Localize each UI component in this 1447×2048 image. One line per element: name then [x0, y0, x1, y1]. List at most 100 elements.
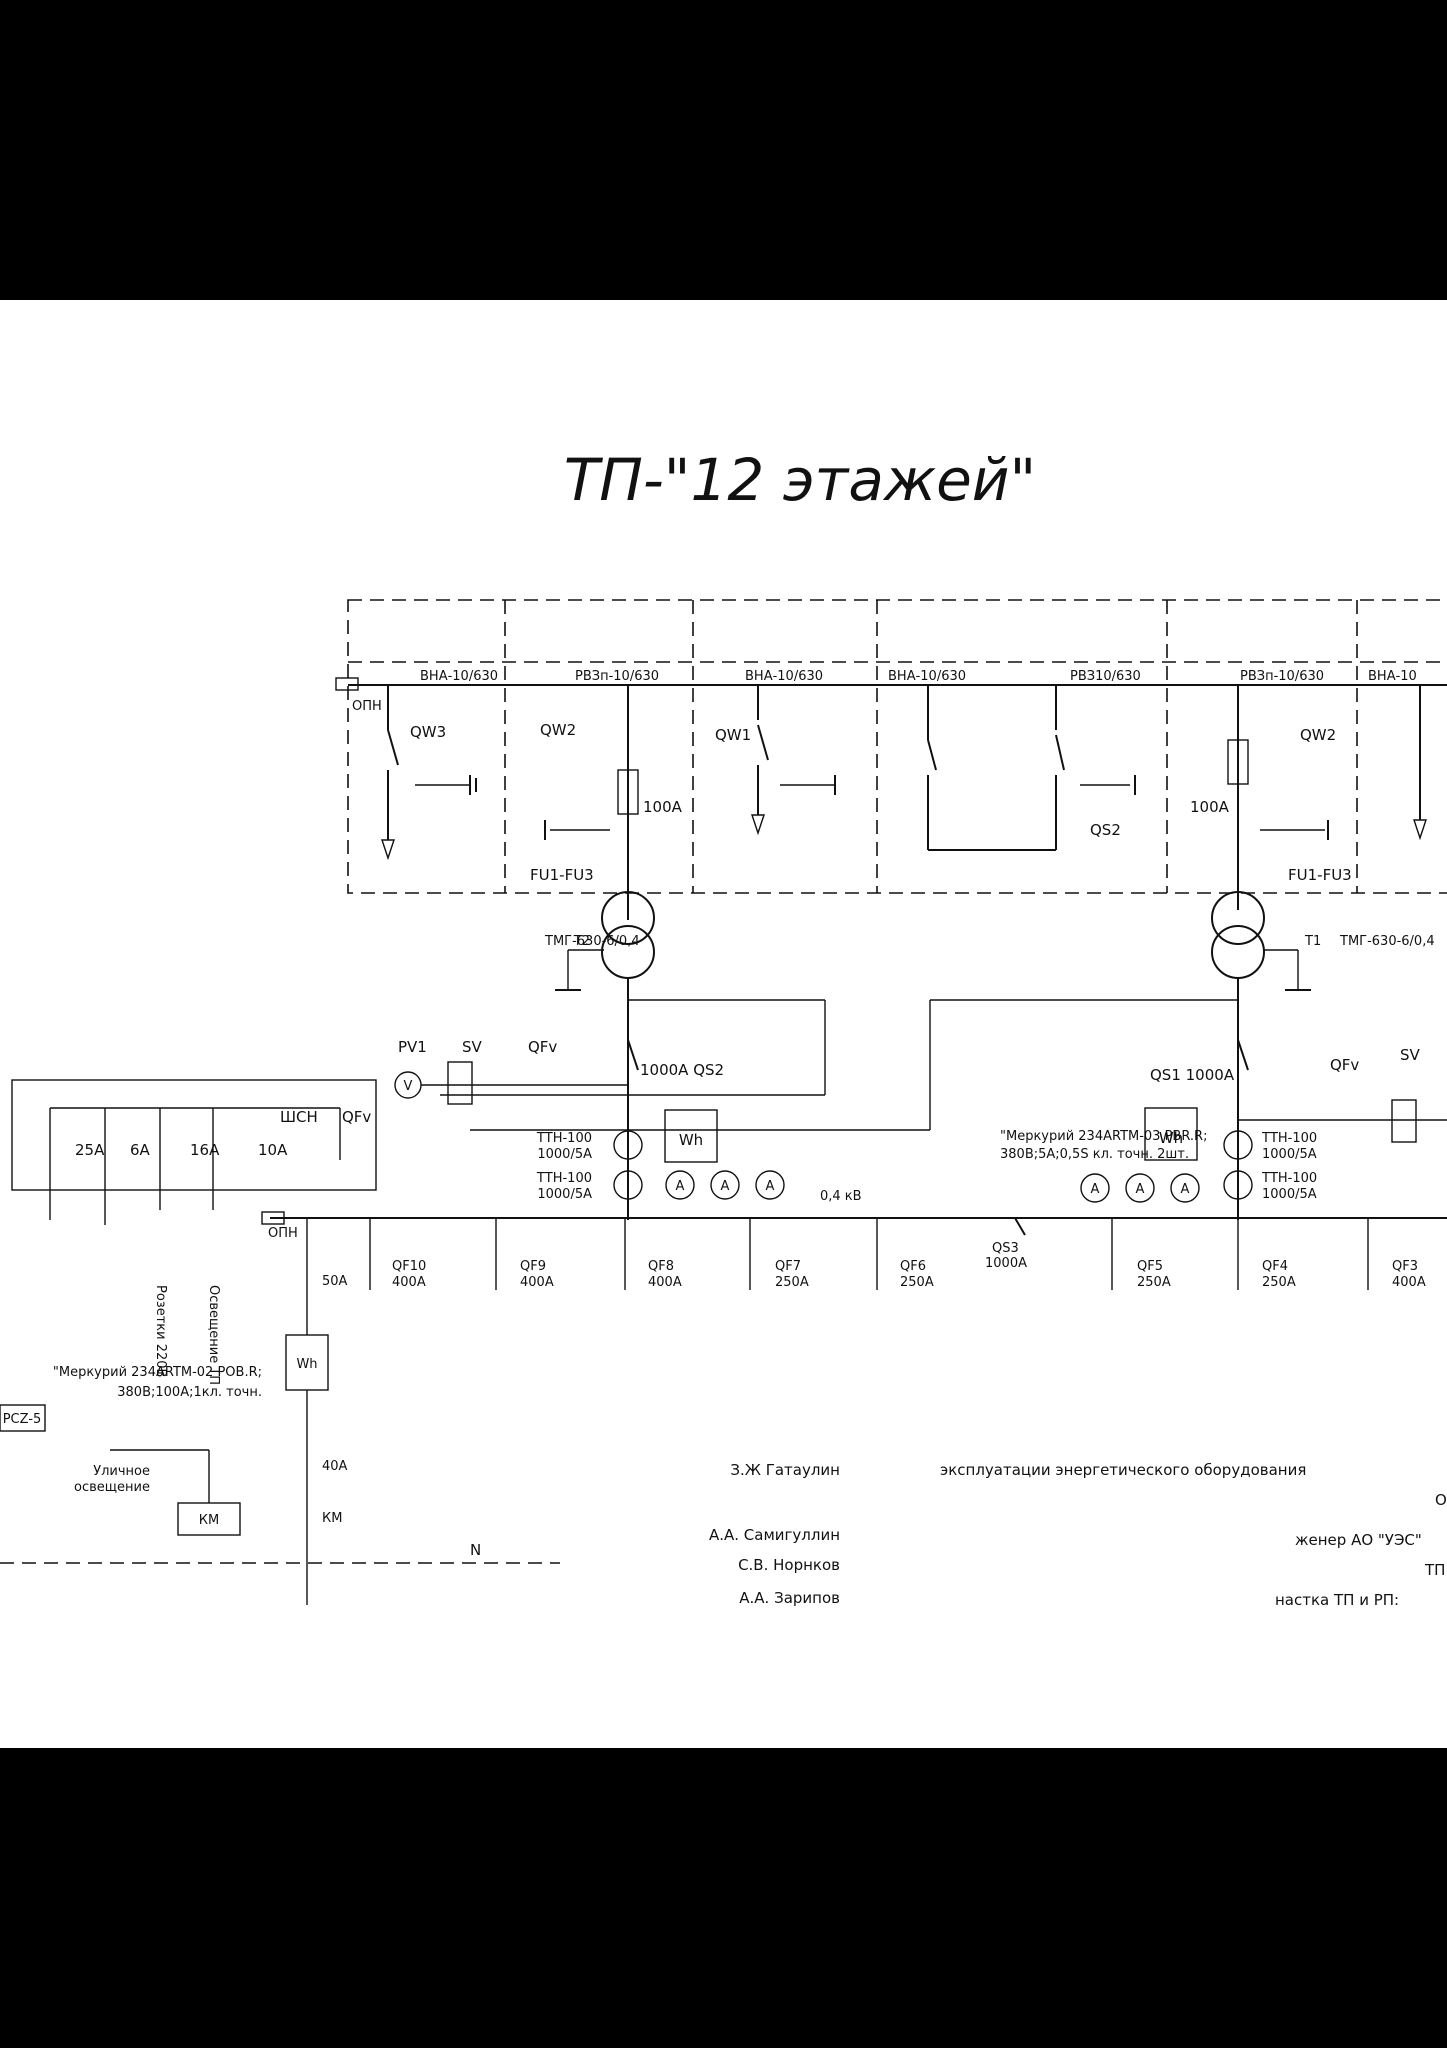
aux-br-3: 6А — [130, 1141, 151, 1159]
feeders: QF10 400А QF9 400А QF8 400А QF7 250А QF6… — [369, 1218, 1426, 1290]
v-label: V — [404, 1079, 413, 1094]
tt2r: 1000/5А — [537, 1187, 592, 1202]
tt4: ТТН-100 — [1261, 1171, 1317, 1186]
shsn-label: ШСН — [280, 1108, 318, 1126]
tt1r: 1000/5А — [537, 1147, 592, 1162]
fuse-icon — [1227, 739, 1249, 785]
tt1: ТТН-100 — [536, 1131, 592, 1146]
qs3-label: QS3 — [992, 1241, 1019, 1256]
tt4r: 1000/5А — [1262, 1187, 1317, 1202]
feeder-rating-1: 400А — [392, 1275, 426, 1290]
sv-icon — [1391, 1099, 1417, 1143]
wh-a: Wh — [679, 1131, 703, 1149]
letterbox-top — [0, 0, 1447, 300]
ammeter-icon — [755, 1170, 785, 1200]
arrow-icon — [751, 814, 765, 836]
ammeter-icon — [1125, 1173, 1155, 1203]
n-label: N — [470, 1541, 481, 1559]
br50-label: 50А — [322, 1274, 348, 1289]
surge-arrester-icon — [335, 677, 359, 691]
lv-main: 1000А QS2 QS1 1000А "Меркурий 234ARTM-03… — [394, 978, 1447, 1220]
signature-1: З.Ж Гатаулин — [730, 1461, 840, 1479]
feeder-name-7: QF4 — [1262, 1259, 1288, 1274]
feeder-name-5: QF6 — [900, 1259, 926, 1274]
street-lighting: 50А Wh "Меркурий 234ARTM-02 POB.R; 380В;… — [0, 1218, 560, 1605]
qw2b-label: QW2 — [1300, 726, 1336, 744]
schematic-svg: ТП-"12 этажей" ВНА-10/630 РВЗп-10/630 ВН… — [0, 446, 1447, 1609]
street-meter-2: 380В;100А;1кл. точн. — [117, 1385, 262, 1400]
feeder-name-3: QF8 — [648, 1259, 674, 1274]
rcz-label: РСZ-5 — [3, 1412, 42, 1427]
qfv-b: QFv — [1330, 1056, 1359, 1074]
note-line-3: женер АО "УЭС" — [1295, 1531, 1422, 1549]
tt3r: 1000/5А — [1262, 1147, 1317, 1162]
ammeter-icon — [665, 1170, 695, 1200]
opn2-label: ОПН — [268, 1226, 298, 1241]
note-line-2: О: — [1435, 1491, 1447, 1509]
qfv-a: QFv — [528, 1038, 557, 1056]
fuse-b-label: 100А — [1190, 798, 1230, 816]
fu-a-label: FU1-FU3 — [530, 866, 594, 884]
ammeter-a4: А — [1091, 1182, 1100, 1197]
aux-br-2: 16А — [190, 1141, 220, 1159]
t2-type: ТМГ-630-6/0,4 — [544, 934, 640, 949]
ammeter-icon — [710, 1170, 740, 1200]
signature-4: А.А. Зарипов — [739, 1589, 840, 1607]
aux-load-2: Розетки 220В — [153, 1285, 168, 1377]
feeder-rating-6: 250А — [1137, 1275, 1171, 1290]
km-coil-label: КМ — [199, 1513, 219, 1528]
fuse-icon — [617, 769, 639, 815]
feeder-name-6: QF5 — [1137, 1259, 1163, 1274]
sv-icon — [447, 1061, 473, 1105]
sv-b: SV — [1400, 1046, 1421, 1064]
schematic-sheet: ТП-"12 этажей" ВНА-10/630 РВЗп-10/630 ВН… — [0, 300, 1447, 1748]
energy-meter-icon — [664, 1109, 718, 1163]
photo-relay-icon — [0, 1404, 46, 1432]
ammeter-a5: А — [1136, 1182, 1145, 1197]
qw1-label: QW1 — [715, 726, 751, 744]
feeder-name-2: QF9 — [520, 1259, 546, 1274]
meter-note-2: 380В;5А;0,5S кл. точн. 2шт. — [1000, 1147, 1189, 1162]
signature-2: А.А. Самигуллин — [709, 1526, 840, 1544]
wh-street: Wh — [296, 1357, 317, 1372]
note-line-4: ТП — [1424, 1561, 1445, 1579]
feeder-name-1: QF10 — [392, 1259, 426, 1274]
qw2a-label: QW2 — [540, 721, 576, 739]
ammeter-icon — [1080, 1173, 1110, 1203]
energy-meter-icon — [1144, 1107, 1198, 1161]
cell-label-4: ВНА-10/630 — [888, 669, 966, 684]
signature-3: С.В. Норнков — [738, 1556, 840, 1574]
earth-switch-qw3 — [387, 729, 399, 766]
voltage-label: 0,4 кВ — [820, 1189, 862, 1204]
tt3: ТТН-100 — [1261, 1131, 1317, 1146]
aux-load-1: Освещение ТП — [206, 1285, 221, 1385]
qw3-label: QW3 — [410, 723, 446, 741]
letterbox-bottom — [0, 1748, 1447, 2048]
signature-block: эксплуатации энергетического оборудовани… — [709, 1461, 1447, 1609]
t1-name: Т1 — [1304, 934, 1321, 949]
km-contact-label: КМ — [322, 1511, 342, 1526]
qfv-c: QFv — [342, 1108, 371, 1126]
feeder-name-8: QF3 — [1392, 1259, 1418, 1274]
wh-b: Wh — [1159, 1129, 1183, 1147]
feeder-rating-8: 400А — [1392, 1275, 1426, 1290]
transformer-t1: Т1 ТМГ-630-6/0,4 — [1211, 891, 1435, 991]
ammeter-a3: А — [766, 1179, 775, 1194]
ammeter-icon — [1170, 1173, 1200, 1203]
fuse-a-label: 100А — [643, 798, 683, 816]
cell-label-3: ВНА-10/630 — [745, 669, 823, 684]
meter-note-1: "Меркурий 234ARTM-03 PBR.R; — [1000, 1129, 1207, 1144]
qs3-rating: 1000А — [985, 1256, 1027, 1271]
t2-name: Т2 — [573, 934, 590, 949]
arrow-icon — [381, 839, 395, 861]
surge-arrester-icon — [261, 1211, 285, 1225]
aux-br-1: 10А — [258, 1141, 288, 1159]
note-line-1: эксплуатации энергетического оборудовани… — [940, 1461, 1306, 1479]
feeder-rating-3: 400А — [648, 1275, 682, 1290]
ammeter-a1: А — [676, 1179, 685, 1194]
cell-label-7: ВНА-10 — [1368, 669, 1417, 684]
aux-panel: ШСН QFv 10А 16А 6А 25А Освещение ТП Розе… — [11, 1079, 377, 1385]
cell-label-2: РВЗп-10/630 — [575, 669, 659, 684]
feeder-rating-5: 250А — [900, 1275, 934, 1290]
